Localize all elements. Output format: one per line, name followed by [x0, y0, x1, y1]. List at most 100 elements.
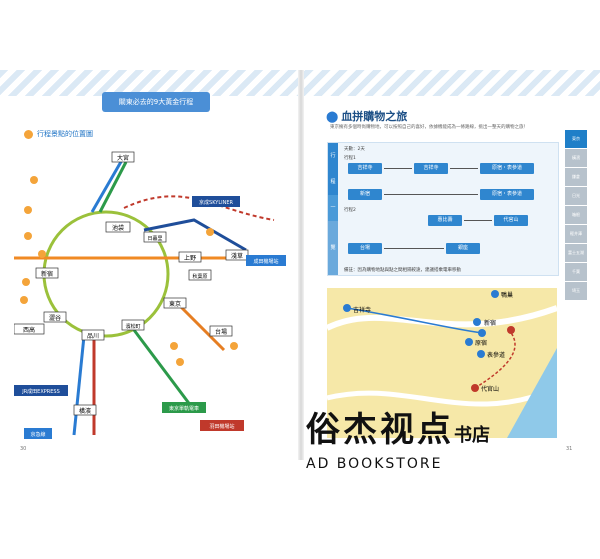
station-asakusa-label: 淺草: [231, 252, 243, 260]
side-label-4: 覽: [328, 221, 338, 275]
station-ueno: [178, 251, 202, 263]
station-nippori: [143, 231, 167, 243]
side-label-2: 程: [328, 169, 338, 195]
tag-narita-label: 成田機場站: [253, 258, 278, 265]
tag-narita: [246, 255, 286, 266]
station-yokohama-label: 橫濱: [79, 407, 91, 415]
station-shinagawa: [81, 329, 105, 341]
tag-jr-narita-express-label: JR成田EXPRESS: [21, 388, 60, 395]
map-label-kamosu: 鴨巢: [501, 291, 513, 299]
left-ribbon-title: 關東必去的9大黃金行程: [102, 92, 210, 112]
right-page-title: ⬤血拼購物之旅: [326, 108, 407, 124]
map-label-harajuku: 原宿: [475, 339, 487, 347]
monorail-line: [132, 329, 196, 411]
station-shinjuku: [35, 267, 59, 279]
station-tokyo: [163, 297, 187, 309]
tag-keikyu-label: 京急線: [30, 431, 45, 438]
right-intro-text: 東京擁有多個時尚購物地，可以按照自己的喜好，依據機能成為一條路線，挑出一整天的購…: [330, 125, 528, 130]
tab-nikko[interactable]: 日光: [565, 187, 587, 205]
itinerary-days: 天數：2天: [344, 147, 365, 152]
station-nishitakao-label: 西高: [23, 326, 35, 334]
arrow: [464, 220, 492, 221]
tag-monorail-label: 東京單軌電車: [169, 405, 199, 412]
map-label-kichijoji: 吉祥寺: [353, 306, 371, 314]
map-label-omotesando: 表參道: [487, 351, 505, 359]
station-nishitakao: [14, 323, 45, 335]
map-pins-blue: [343, 290, 499, 358]
tag-haneda-label: 羽田機場站: [209, 423, 234, 430]
tab-hakone[interactable]: 箱根: [565, 206, 587, 224]
map-bay: [507, 348, 557, 438]
map-label-shinjuku: 新宿: [484, 319, 496, 327]
station-ikebukuro: [105, 221, 131, 233]
station-shinjuku-label: 新宿: [41, 270, 53, 278]
station-odaiba: [209, 325, 233, 337]
day2-stop-3: 台場: [348, 243, 382, 254]
keihin-line: [90, 159, 124, 213]
right-page-title-text: 血拼購物之旅: [341, 110, 408, 123]
tab-kamakura[interactable]: 鎌倉: [565, 168, 587, 186]
itinerary-note: 備註：因為購物地點與點之間相隔較遠，建議搭乘電車移動: [344, 268, 461, 273]
station-omiya: [111, 151, 135, 163]
day1-stop-1: 吉祥寺: [348, 163, 382, 174]
bookstore-watermark: 俗杰视点书店 AD BOOKSTORE: [306, 412, 516, 472]
right-page-number: 31: [566, 446, 573, 452]
keikyu-line: [72, 335, 86, 436]
tab-tokyo[interactable]: 東京: [565, 130, 587, 148]
rail-map: 大宮 池袋 日暮里 上野 秋葉原 淺草 東京 新宿 澀谷 品川 濱松町 西高 橫…: [14, 151, 286, 439]
station-akihabara: [188, 269, 212, 281]
map-label-daikanyama: 代官山: [481, 385, 499, 393]
watermark-cn: 俗杰视点书店: [306, 412, 516, 454]
pin-icon: [24, 129, 33, 139]
station-akihabara-label: 秋葉原: [192, 273, 207, 280]
tag-keikyu: [24, 428, 52, 439]
chapter-tabs: 東京 橫濱 鎌倉 日光 箱根 輕井澤 富士五湖 千葉 埼玉: [565, 130, 587, 301]
location-pin-icon: ⬤: [326, 110, 339, 123]
station-shibuya: [43, 311, 67, 323]
station-omiya-label: 大宮: [117, 154, 129, 162]
keisei-line: [143, 218, 247, 252]
shopping-map: 鴨巢 吉祥寺 新宿 原宿 表參道 代官山: [327, 288, 557, 438]
saikyo-line: [98, 161, 128, 213]
day1-stop-4: 新宿: [348, 189, 382, 200]
itinerary-day2-label: 行程2: [344, 208, 356, 213]
station-ueno-label: 上野: [184, 254, 196, 262]
watermark-en: AD BOOKSTORE: [306, 456, 443, 472]
tag-keisei-skyliner: [192, 196, 240, 207]
arrow: [384, 248, 444, 249]
station-hamamatsucho-label: 濱松町: [125, 323, 140, 330]
watermark-cn-small: 书店: [454, 425, 490, 446]
route-1: [346, 307, 483, 334]
station-shibuya-label: 澀谷: [49, 314, 61, 322]
tag-jr-narita-express: [14, 385, 68, 396]
book-gutter: [298, 70, 304, 460]
tab-yokohama[interactable]: 橫濱: [565, 149, 587, 167]
arrow: [450, 168, 478, 169]
day2-stop-4: 銀座: [446, 243, 480, 254]
map-road: [327, 385, 557, 407]
day2-stop-2: 代官山: [494, 215, 528, 226]
itinerary-day1-label: 行程1: [344, 156, 356, 161]
map-pins-red: [471, 326, 515, 392]
watermark-cn-text: 俗杰视点: [306, 410, 454, 450]
tab-chiba[interactable]: 千葉: [565, 263, 587, 281]
day1-stop-2: 吉祥寺: [414, 163, 448, 174]
tab-karuizawa[interactable]: 輕井澤: [565, 225, 587, 243]
station-tokyo-label: 東京: [169, 300, 181, 308]
station-nippori-label: 日暮里: [147, 235, 162, 242]
station-hamamatsucho: [121, 319, 145, 331]
arrow: [384, 194, 478, 195]
attraction-pins: [20, 176, 238, 366]
day1-stop-5: 原宿・表參道: [480, 189, 534, 200]
station-yokohama: [73, 404, 97, 416]
left-page-number: 30: [20, 446, 27, 452]
tag-monorail: [162, 402, 206, 413]
station-odaiba-label: 台場: [215, 328, 227, 336]
tab-saitama[interactable]: 埼玉: [565, 282, 587, 300]
tab-fuji[interactable]: 富士五湖: [565, 244, 587, 262]
tag-keisei-skyliner-label: 京成SKYLINER: [199, 199, 233, 206]
station-shinagawa-label: 品川: [87, 333, 99, 340]
tag-haneda: [200, 420, 244, 431]
day1-stop-3: 原宿・表參道: [480, 163, 534, 174]
left-subheading: 行程景點的位置圖: [24, 129, 93, 139]
